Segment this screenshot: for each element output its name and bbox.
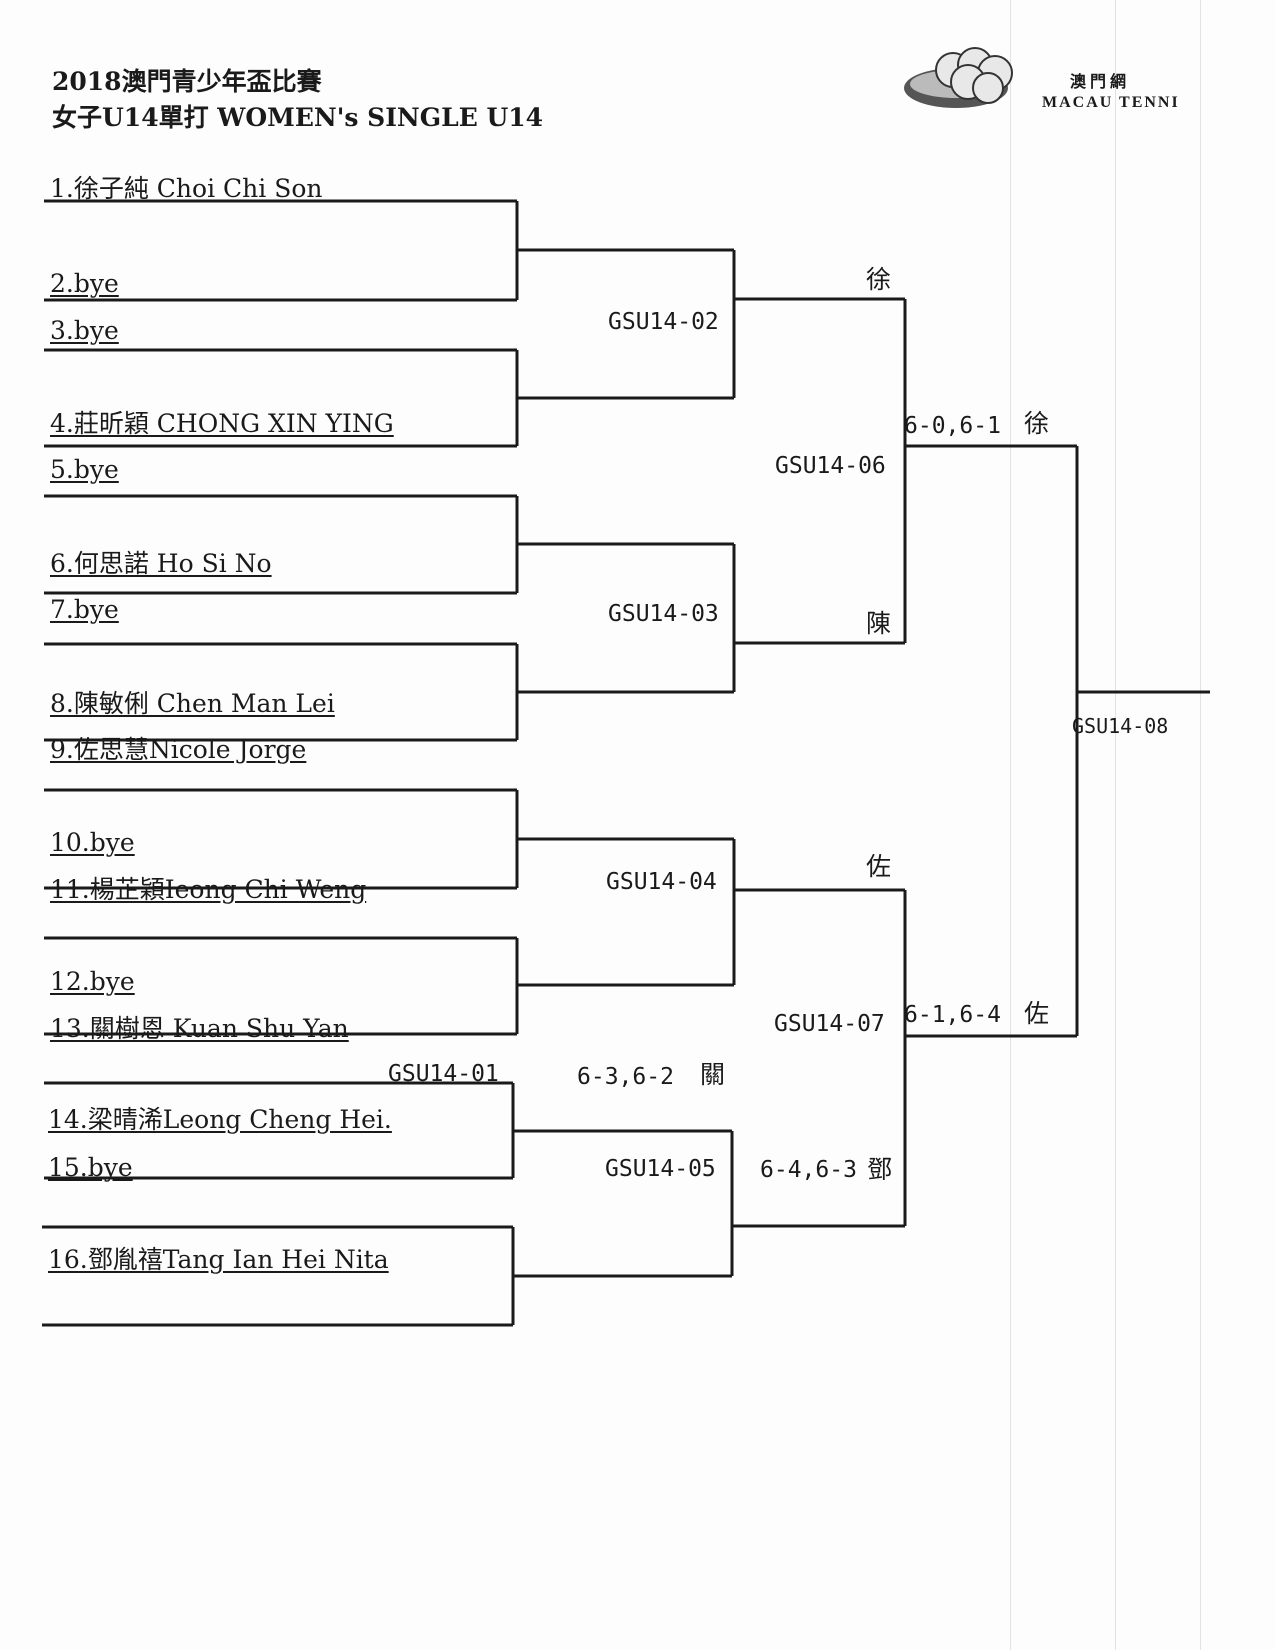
- scan-artifact-line: [1200, 0, 1201, 1650]
- tournament-title: 2018澳門青少年盃比賽: [52, 67, 322, 96]
- player-slot-3: 3.bye: [50, 316, 119, 345]
- player-slot-2: 2.bye: [50, 269, 119, 298]
- match-code-03: GSU14-03: [608, 601, 719, 627]
- player-slot-15: 15.bye: [48, 1153, 133, 1182]
- player-slot-16: 16.鄧胤禧Tang Ian Hei Nita: [48, 1245, 389, 1274]
- player-slot-1: 1.徐子純 Choi Chi Son: [50, 174, 323, 203]
- match-score-01: 6-3,6-2: [577, 1064, 674, 1090]
- match-code-02: GSU14-02: [608, 309, 719, 335]
- match-winner-05: 鄧: [867, 1155, 893, 1184]
- player-slot-13: 13.關樹恩 Kuan Shu Yan: [50, 1014, 349, 1043]
- organization-name-zh: 澳 門 網: [1070, 74, 1127, 91]
- event-title: 女子U14單打 WOMEN's SINGLE U14: [52, 103, 544, 132]
- scan-artifact-line: [1010, 0, 1011, 1650]
- match-code-06: GSU14-06: [775, 453, 886, 479]
- match-code-05: GSU14-05: [605, 1156, 716, 1182]
- match-code-01: GSU14-01: [388, 1061, 499, 1087]
- match-winner-03: 陳: [866, 609, 892, 638]
- player-slot-14: 14.梁晴浠Leong Cheng Hei.: [48, 1105, 392, 1134]
- match-score-07: 6-1,6-4: [904, 1002, 1001, 1028]
- player-slot-10: 10.bye: [50, 828, 135, 857]
- match-score-06: 6-0,6-1: [904, 413, 1001, 439]
- player-slot-9: 9.佐思慧Nicole Jorge: [50, 735, 307, 764]
- player-slot-7: 7.bye: [50, 595, 119, 624]
- scan-artifact-line: [1115, 0, 1116, 1650]
- player-slot-5: 5.bye: [50, 455, 119, 484]
- organization-name-en: MACAU TENNI: [1042, 94, 1180, 111]
- player-slot-12: 12.bye: [50, 967, 135, 996]
- match-winner-04: 佐: [866, 852, 892, 881]
- match-winner-02: 徐: [866, 265, 892, 294]
- match-code-07: GSU14-07: [774, 1011, 885, 1037]
- match-score-05: 6-4,6-3: [760, 1157, 857, 1183]
- match-code-08: GSU14-08: [1072, 714, 1169, 738]
- player-slot-6: 6.何思諾 Ho Si No: [50, 549, 272, 578]
- tennis-balls-logo-icon: [904, 47, 1013, 108]
- match-winner-06: 徐: [1024, 409, 1050, 438]
- player-slot-4: 4.莊昕穎 CHONG XIN YING: [50, 409, 394, 438]
- match-code-04: GSU14-04: [606, 869, 717, 895]
- player-slot-8: 8.陳敏俐 Chen Man Lei: [50, 689, 335, 718]
- match-winner-07: 佐: [1024, 999, 1050, 1028]
- match-winner-01: 關: [700, 1060, 726, 1089]
- player-slot-11: 11.楊芷穎Ieong Chi Weng: [50, 875, 367, 904]
